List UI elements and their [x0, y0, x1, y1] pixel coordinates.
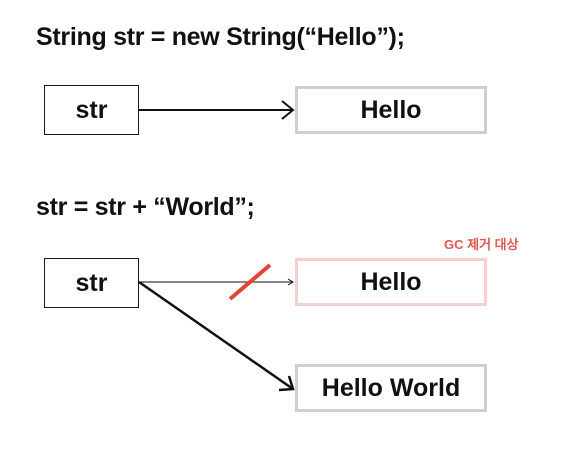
object-box-hello-garbage: Hello: [295, 258, 487, 306]
code-line-string-creation: String str = new String(“Hello”);: [36, 23, 405, 51]
strike-mark: [228, 263, 272, 301]
gc-target-label: GC 제거 대상: [444, 237, 519, 252]
variable-box-str-2: str: [44, 258, 139, 308]
broken-reference-arrow: [139, 278, 294, 286]
object-label: Hello: [360, 95, 422, 124]
variable-label: str: [75, 95, 108, 124]
reference-arrow-1: [139, 100, 295, 120]
object-label: Hello: [360, 267, 422, 296]
object-label: Hello World: [321, 373, 461, 402]
variable-label: str: [75, 268, 108, 297]
object-box-hello-world: Hello World: [295, 364, 487, 412]
reference-arrow-new: [138, 280, 295, 392]
code-line-concatenation: str = str + “World”;: [36, 193, 255, 221]
variable-box-str: str: [44, 85, 139, 135]
object-box-hello: Hello: [295, 86, 487, 134]
